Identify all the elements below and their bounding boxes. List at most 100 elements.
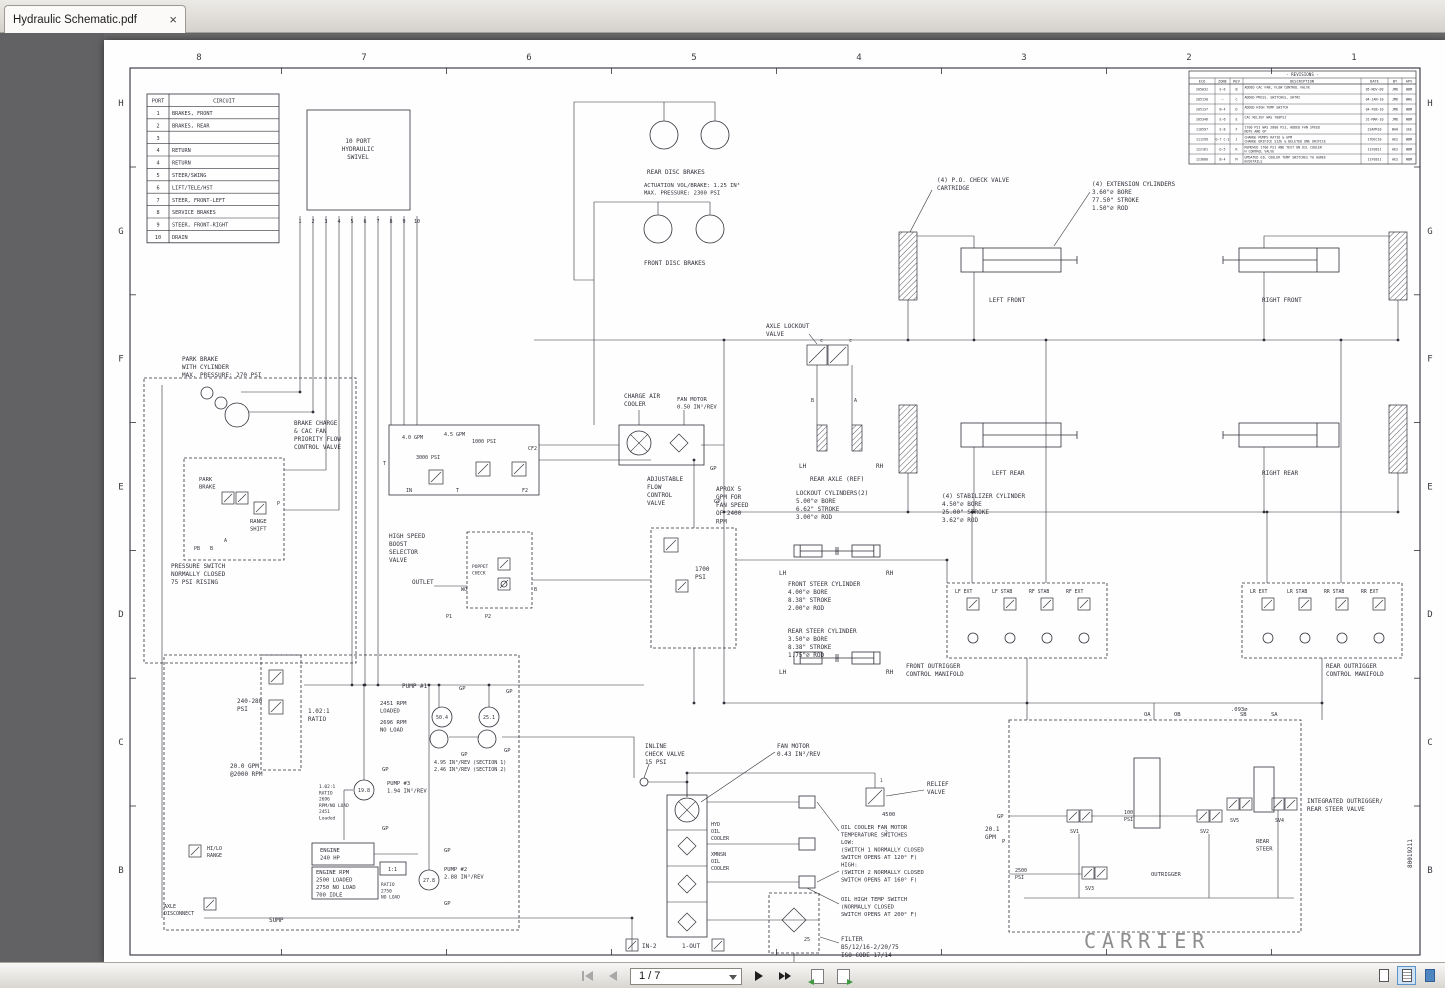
svg-text:31-MAR-10: 31-MAR-10	[1366, 117, 1384, 121]
svg-text:2: 2	[885, 830, 888, 836]
svg-text:111299: 111299	[1196, 137, 1208, 141]
svg-text:PSI: PSI	[237, 706, 248, 713]
svg-text:E: E	[118, 482, 123, 492]
svg-text:2451 RPM: 2451 RPM	[380, 701, 407, 707]
svg-text:LEFT FRONT: LEFT FRONT	[989, 297, 1026, 304]
svg-text:19.8: 19.8	[358, 788, 370, 794]
svg-text:1-OUT: 1-OUT	[682, 943, 700, 950]
svg-text:@2000 RPM: @2000 RPM	[230, 771, 263, 778]
svg-text:DISCONNECT: DISCONNECT	[164, 911, 194, 917]
tab-bar: Hydraulic Schematic.pdf ×	[0, 0, 1445, 33]
prev-view-button[interactable]	[807, 968, 826, 985]
svg-text:6: 6	[363, 219, 366, 225]
svg-text:F: F	[118, 355, 123, 365]
svg-text:5: 5	[350, 219, 353, 225]
svg-text:—: —	[1222, 97, 1224, 101]
svg-text:PSI: PSI	[1015, 875, 1024, 881]
svg-text:3.60"⌀ BORE: 3.60"⌀ BORE	[1092, 189, 1132, 196]
svg-text:JMD: JMD	[1392, 107, 1398, 111]
svg-text:HYDRAULIC: HYDRAULIC	[342, 146, 375, 153]
svg-text:1000 PSI: 1000 PSI	[472, 439, 496, 445]
tab-close-icon[interactable]: ×	[169, 12, 177, 27]
svg-text:H: H	[1427, 99, 1432, 109]
svg-text:MAX. PRESSURE: 2300 PSI: MAX. PRESSURE: 2300 PSI	[644, 190, 720, 196]
svg-text:2696 RPM: 2696 RPM	[380, 720, 407, 726]
svg-text:GP: GP	[382, 826, 389, 832]
svg-text:SWITCH OPENS AT 120° F): SWITCH OPENS AT 120° F)	[841, 855, 917, 861]
svg-text:11FEB11: 11FEB11	[1368, 147, 1382, 151]
single-page-view-button[interactable]	[1374, 966, 1393, 985]
svg-text:LH: LH	[799, 463, 807, 470]
next-view-button[interactable]	[834, 968, 853, 985]
svg-text:5: 5	[691, 53, 696, 63]
svg-text:A: A	[854, 398, 857, 404]
svg-text:1700 PSI WAS 2800 PSI, ADDED F: 1700 PSI WAS 2800 PSI, ADDED FAN SPEED	[1245, 125, 1320, 129]
svg-text:ADJUSTABLE: ADJUSTABLE	[647, 476, 684, 483]
svg-text:4: 4	[156, 161, 159, 167]
svg-text:GP: GP	[461, 752, 468, 758]
svg-text:05-NOV-09: 05-NOV-09	[1366, 87, 1384, 91]
svg-text:1: 1	[156, 111, 159, 117]
facing-view-button[interactable]	[1420, 966, 1439, 985]
svg-text:GP: GP	[714, 499, 721, 505]
svg-text:INLINE: INLINE	[645, 743, 667, 750]
svg-text:SWIVEL: SWIVEL	[347, 154, 369, 161]
last-page-icon	[779, 972, 785, 980]
svg-text:F2: F2	[522, 488, 528, 494]
svg-text:2750: 2750	[381, 888, 392, 894]
page-dropdown-caret-icon[interactable]	[729, 974, 737, 980]
svg-text:DRAIN: DRAIN	[172, 235, 188, 241]
svg-text:CARTRIDGE: CARTRIDGE	[937, 185, 970, 192]
continuous-view-button[interactable]	[1397, 966, 1416, 985]
svg-text:10 PORT: 10 PORT	[345, 138, 371, 145]
svg-text:WO: WO	[461, 587, 467, 593]
first-page-button[interactable]	[578, 968, 596, 984]
svg-text:PB: PB	[194, 546, 200, 552]
facing-view-icon	[1424, 969, 1435, 982]
svg-text:CHECK: CHECK	[472, 570, 486, 576]
svg-text:3: 3	[1021, 53, 1026, 63]
svg-text:REAR OUTRIGGER: REAR OUTRIGGER	[1326, 663, 1377, 670]
svg-text:GP: GP	[506, 689, 513, 695]
svg-text:D-5: D-5	[1220, 147, 1226, 151]
svg-text:VALVE: VALVE	[927, 789, 945, 796]
svg-text:UPDATED OIL COOLER TEMP SWITCH: UPDATED OIL COOLER TEMP SWITCHES TO AGRE…	[1245, 155, 1326, 159]
svg-text:GP: GP	[997, 814, 1004, 820]
svg-text:WWG: WWG	[1406, 97, 1412, 101]
svg-text:100: 100	[1124, 810, 1133, 816]
svg-text:B: B	[1236, 87, 1238, 91]
page-indicator-value: 1 / 7	[639, 970, 661, 982]
svg-text:LH: LH	[779, 669, 787, 676]
svg-text:ADDED CAC FAN, FLOW CONTROL VA: ADDED CAC FAN, FLOW CONTROL VALVE	[1245, 85, 1311, 89]
svg-text:ACTUATION VOL/BRAKE: 1.25 IN³: ACTUATION VOL/BRAKE: 1.25 IN³	[644, 182, 740, 189]
prev-page-button[interactable]	[604, 968, 622, 984]
svg-text:E-6: E-6	[1220, 87, 1226, 91]
svg-text:CONTROL MANIFOLD: CONTROL MANIFOLD	[1326, 671, 1384, 678]
svg-text:CAC RELIEF WAS 700PSI: CAC RELIEF WAS 700PSI	[1245, 115, 1287, 119]
page-indicator[interactable]: 1 / 7	[630, 967, 742, 985]
tab-title: Hydraulic Schematic.pdf	[13, 13, 137, 26]
document-tab[interactable]: Hydraulic Schematic.pdf ×	[4, 5, 186, 33]
last-page-button[interactable]	[776, 968, 794, 984]
svg-text:JMD: JMD	[1392, 87, 1398, 91]
svg-text:D: D	[1427, 610, 1432, 620]
svg-text:D: D	[1236, 107, 1238, 111]
svg-text:PUMP #1: PUMP #1	[402, 683, 428, 690]
svg-text:6: 6	[156, 185, 159, 191]
svg-text:COOLER: COOLER	[711, 866, 730, 872]
svg-text:BRAKES, FRONT: BRAKES, FRONT	[172, 111, 213, 117]
svg-text:APV: APV	[1406, 79, 1413, 83]
svg-text:Loaded: Loaded	[319, 816, 336, 822]
svg-text:2.00"⌀ ROD: 2.00"⌀ ROD	[788, 605, 825, 612]
svg-text:G: G	[1427, 227, 1432, 237]
next-page-button[interactable]	[750, 968, 768, 984]
svg-text:T: T	[456, 488, 459, 494]
svg-text:STEER, FRONT-RIGHT: STEER, FRONT-RIGHT	[172, 223, 228, 229]
svg-text:RIGHT REAR: RIGHT REAR	[1262, 470, 1299, 477]
svg-text:10: 10	[414, 219, 420, 225]
svg-text:PRIORITY FLOW: PRIORITY FLOW	[294, 436, 341, 443]
svg-text:POPPET: POPPET	[472, 564, 489, 570]
outside-page-area	[0, 33, 104, 962]
svg-text:1.75"⌀ ROD: 1.75"⌀ ROD	[788, 652, 825, 659]
